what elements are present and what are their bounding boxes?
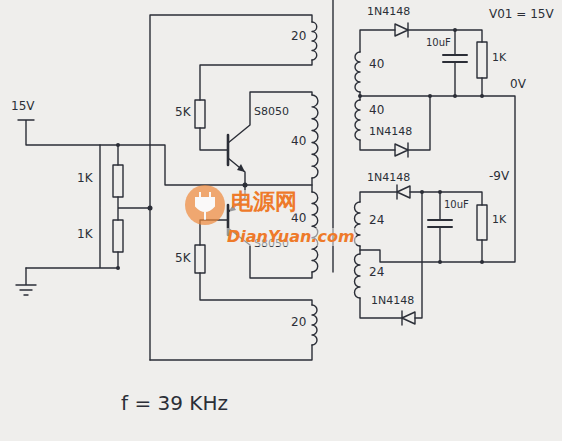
transistor-symbol <box>228 92 312 278</box>
capacitor-value: 10uF <box>443 199 470 210</box>
junction-dot <box>148 206 153 211</box>
capacitor-symbol <box>428 220 452 227</box>
wire <box>26 145 150 268</box>
resistor-value: 1K <box>76 172 94 185</box>
junction-dot <box>358 94 362 98</box>
capacitor-value: 10uF <box>425 37 452 48</box>
supply-voltage: 15V <box>10 100 35 113</box>
resistor-symbol <box>477 205 487 240</box>
diode-part: 1N4148 <box>370 295 415 307</box>
turns-count: 20 <box>290 316 307 329</box>
ground-symbol <box>16 268 36 295</box>
output-voltage: -9V <box>488 170 510 183</box>
junction-dot <box>480 260 484 264</box>
turns-count: 40 <box>290 135 307 148</box>
supply-terminal <box>18 120 312 185</box>
watermark: DianYuan.com <box>226 228 356 246</box>
wire <box>360 192 482 318</box>
resistor-symbol <box>195 245 205 273</box>
junction-dot <box>116 143 120 147</box>
junction-dot <box>243 183 248 188</box>
winding-coil <box>355 254 361 298</box>
transistor-symbol <box>227 135 230 235</box>
turns-count: 20 <box>290 30 307 43</box>
transistor-part: S8050 <box>253 106 290 118</box>
junction-dot <box>480 94 484 98</box>
resistor-symbol <box>477 42 487 78</box>
winding-coil <box>312 22 317 60</box>
wire <box>360 30 515 262</box>
resistor-symbol <box>113 220 123 252</box>
watermark-logo <box>185 185 225 225</box>
rail-voltage: 0V <box>509 78 527 91</box>
diode-part: 1N4148 <box>366 172 411 184</box>
resistor-value: 1K <box>76 228 94 241</box>
winding-coil <box>355 52 360 92</box>
watermark: 电源网 <box>230 190 298 214</box>
resistor-value: 1K <box>491 52 507 64</box>
turns-count: 40 <box>368 58 385 71</box>
turns-count: 24 <box>368 266 385 279</box>
junction-dot <box>428 94 432 98</box>
wire <box>150 15 312 360</box>
winding-coil <box>355 100 360 140</box>
turns-count: 40 <box>368 104 385 117</box>
turns-count: 24 <box>368 214 385 227</box>
winding-coil <box>312 305 317 345</box>
resistor-symbol <box>195 100 205 128</box>
resistor-value: 1K <box>491 214 507 226</box>
diode-part: 1N4148 <box>368 126 413 138</box>
junction-dot <box>453 28 457 32</box>
diode-part: 1N4148 <box>366 6 411 18</box>
winding-coil <box>312 95 318 178</box>
resistor-symbol <box>113 165 123 197</box>
resistor-value: 5K <box>174 252 192 265</box>
frequency-note: f = 39 KHz <box>120 392 229 414</box>
junction-dot <box>438 260 442 264</box>
junction-dot <box>116 266 120 270</box>
junction-dot <box>453 94 457 98</box>
junction-dot <box>420 190 424 194</box>
resistor-value: 5K <box>174 106 192 119</box>
junction-dot <box>438 190 442 194</box>
capacitor-symbol <box>443 55 467 62</box>
output-voltage: V01 = 15V <box>488 8 555 21</box>
transformer-windings <box>312 22 360 345</box>
